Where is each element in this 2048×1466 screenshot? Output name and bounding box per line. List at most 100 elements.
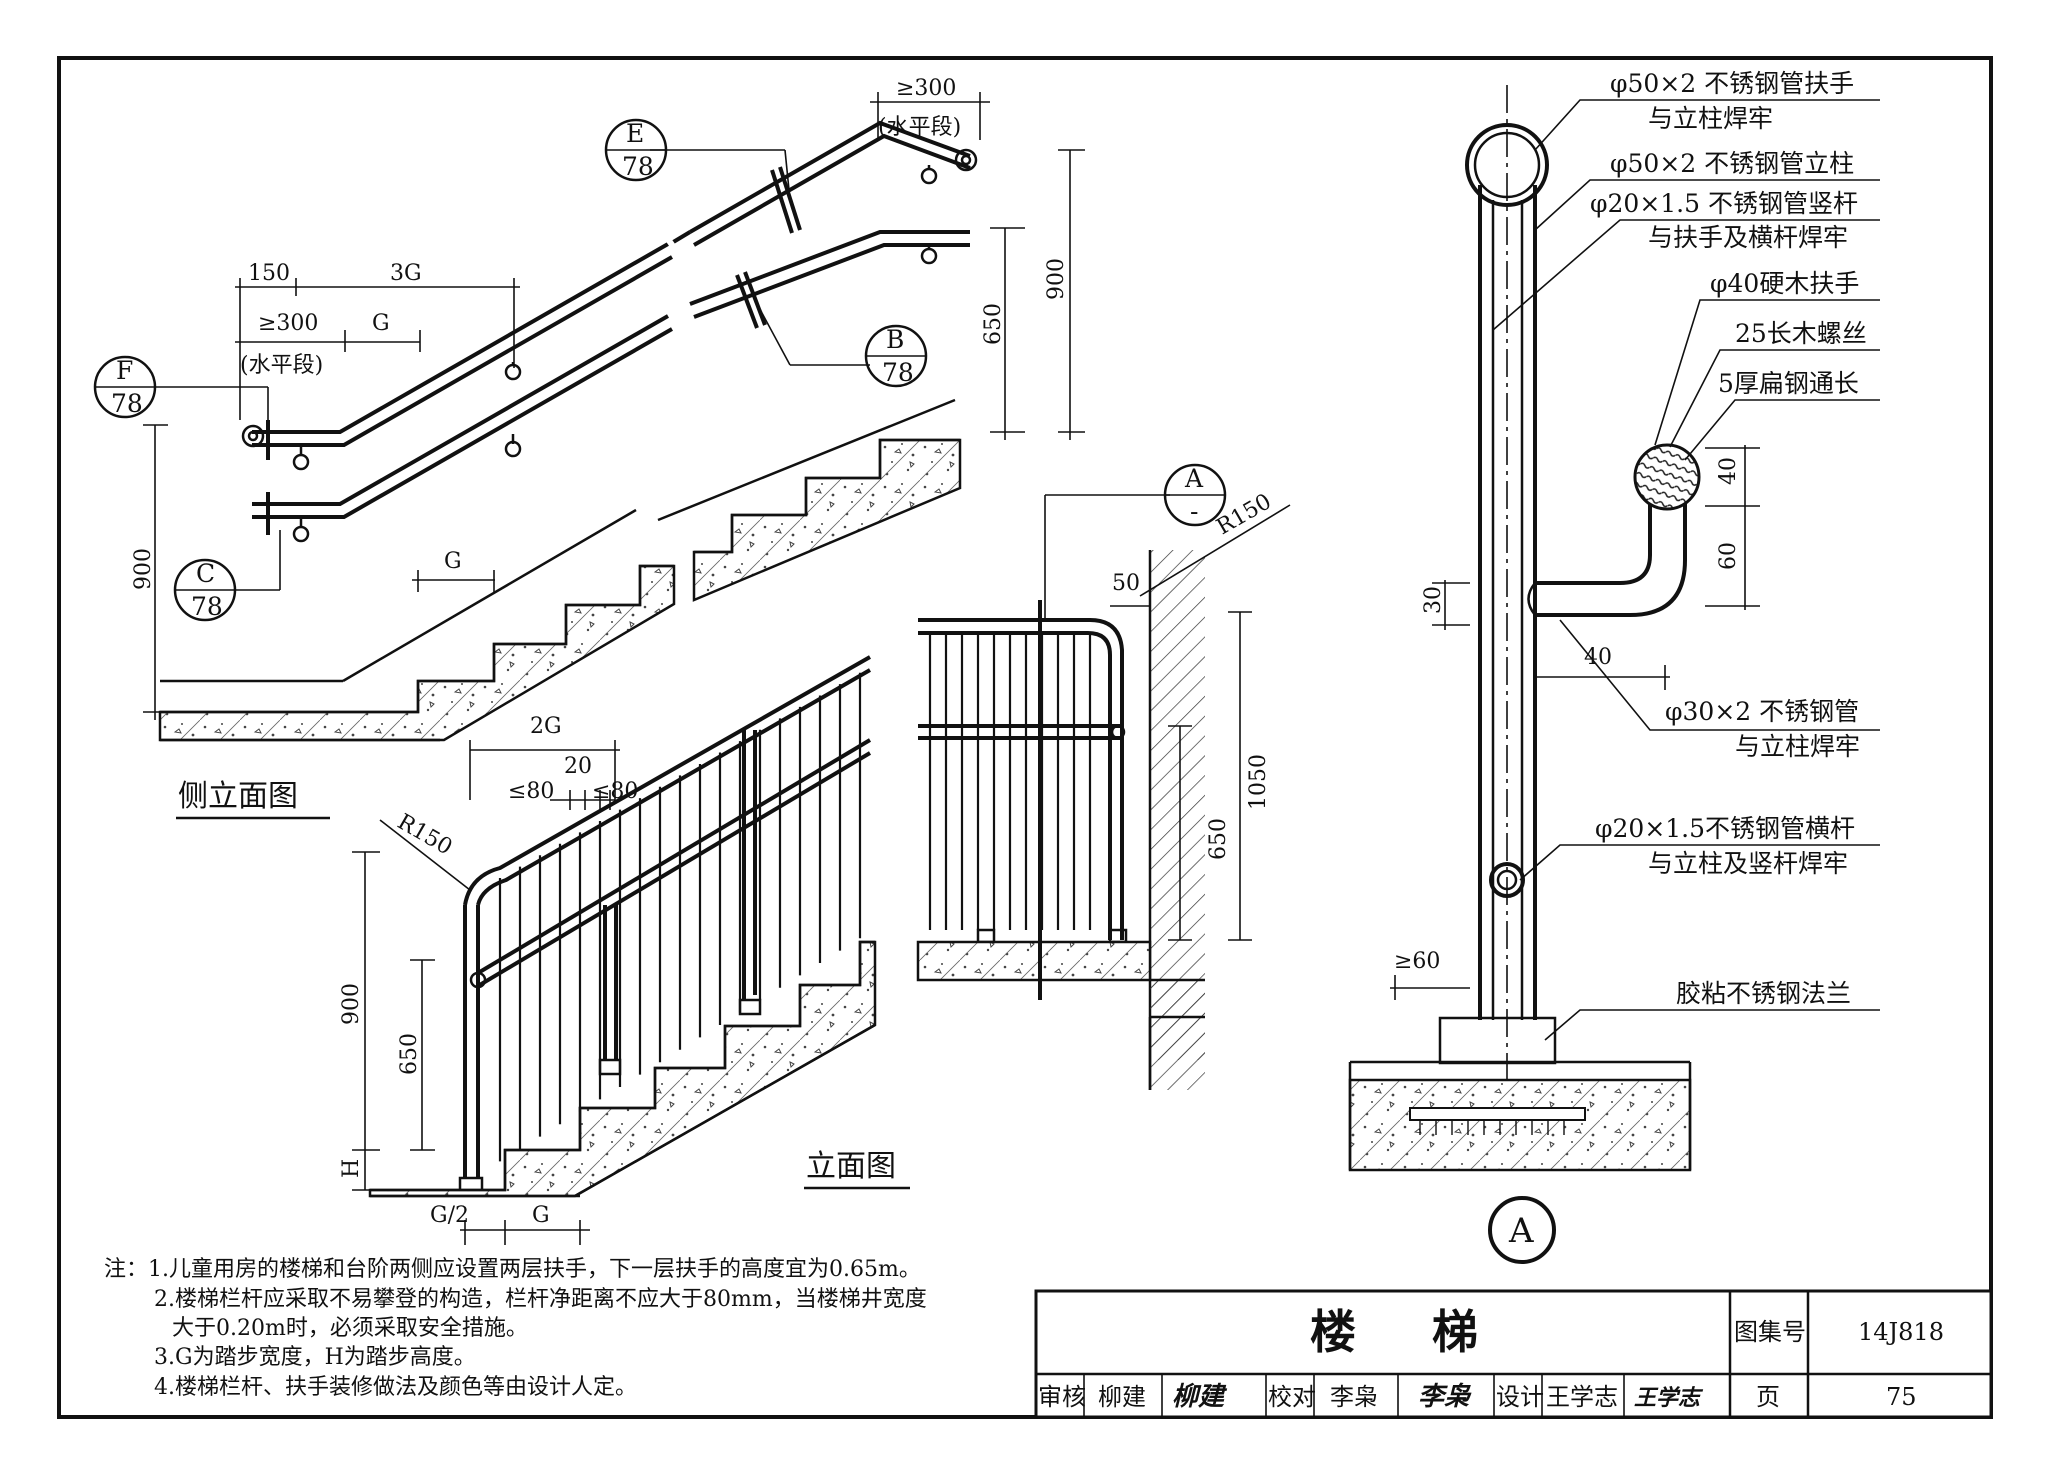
dim-ge300-right: ≥300	[896, 76, 956, 101]
svg-text:φ20×1.5不锈钢管横杆: φ20×1.5不锈钢管横杆	[1595, 814, 1855, 843]
title-block: 楼 梯 图集号 14J818 页 75 审核 柳建 柳建 校对 李枭 李枭 设计…	[1034, 1289, 1993, 1419]
svg-text:4.楼梯栏杆、扶手装修做法及颜色等由设计人定。: 4.楼梯栏杆、扶手装修做法及颜色等由设计人定。	[154, 1375, 637, 1400]
side-elevation-view: 150 3G ≥300 G (水平段) ≥300 (水平段) 650 900 9…	[93, 76, 1085, 820]
upper-handrail	[252, 120, 971, 434]
svg-text:A: A	[1184, 464, 1204, 493]
side-dimension-lines	[143, 92, 1085, 720]
page-label: 页	[1756, 1383, 1780, 1411]
wood-handrail-bracket	[1535, 495, 1652, 585]
atlas-number-label: 图集号	[1734, 1318, 1806, 1346]
sheet-border	[57, 56, 1993, 1419]
svg-text:与立柱及竖杆焊牢: 与立柱及竖杆焊牢	[1648, 849, 1848, 878]
svg-text:与立柱焊牢: 与立柱焊牢	[1735, 732, 1860, 761]
svg-text:大于0.20m时，必须采取安全措施。: 大于0.20m时，必须采取安全措施。	[172, 1316, 528, 1341]
dim-650-landing: 650	[1206, 818, 1231, 860]
detail-A-label: A	[1488, 1196, 1556, 1264]
svg-text:A: A	[1508, 1211, 1534, 1251]
svg-text:5厚扁钢通长: 5厚扁钢通长	[1718, 369, 1859, 398]
svg-text:F: F	[116, 356, 133, 385]
check-name: 李枭	[1330, 1383, 1378, 1411]
atlas-number: 14J818	[1858, 1318, 1944, 1346]
flange-base	[1438, 1016, 1557, 1065]
elevation-title: 立面图	[806, 1149, 896, 1184]
design-name: 王学志	[1546, 1383, 1618, 1411]
dim-50: 50	[1112, 571, 1140, 596]
svg-text:25长木螺丝: 25长木螺丝	[1735, 319, 1867, 348]
callout-E: E 78	[604, 118, 791, 201]
detail-A-notes: φ50×2 不锈钢管扶手 与立柱焊牢 φ50×2 不锈钢管立柱 φ20×1.5 …	[1590, 69, 1867, 1008]
review-signature: 柳建	[1172, 1382, 1228, 1412]
dim-G-top: G	[372, 311, 390, 336]
dim-650-elevation: 650	[397, 1033, 422, 1075]
dim-H: H	[339, 1159, 364, 1178]
svg-text:与扶手及横杆焊牢: 与扶手及横杆焊牢	[1648, 223, 1848, 252]
svg-text:78: 78	[882, 358, 914, 387]
svg-text:注：1.儿童用房的楼梯和台阶两侧应设置两层扶手，下一层扶手的: 注：1.儿童用房的楼梯和台阶两侧应设置两层扶手，下一层扶手的高度宜为0.65m。	[104, 1257, 921, 1282]
dim-G-half: G/2	[430, 1203, 469, 1228]
svg-text:φ40硬木扶手: φ40硬木扶手	[1710, 269, 1859, 298]
drawing-title: 楼 梯	[1310, 1305, 1508, 1359]
dim-40-detail-b: 40	[1584, 645, 1612, 670]
callout-A-landing: A -	[1163, 463, 1227, 527]
wood-handrail-section	[1633, 443, 1701, 511]
svg-text:3.G为踏步宽度，H为踏步高度。: 3.G为踏步宽度，H为踏步高度。	[154, 1345, 476, 1370]
top-handrail-section	[1465, 123, 1549, 207]
check-signature: 李枭	[1418, 1382, 1472, 1412]
detail-leader-lines	[1390, 99, 1880, 1041]
handrail-end-cap	[241, 424, 265, 448]
dim-900-side-left: 900	[131, 548, 156, 590]
svg-text:2.楼梯栏杆应采取不易攀登的构造，栏杆净距离不应大于80mm: 2.楼梯栏杆应采取不易攀登的构造，栏杆净距离不应大于80mm，当楼梯井宽度	[154, 1287, 927, 1312]
dim-le80-b: ≤80	[592, 779, 638, 804]
dim-G-elevation: G	[532, 1203, 550, 1228]
elevation-balusters	[498, 672, 862, 1162]
svg-text:φ30×2 不锈钢管: φ30×2 不锈钢管	[1665, 697, 1859, 726]
dim-40-detail-a: 40	[1716, 457, 1741, 485]
dim-ge60: ≥60	[1394, 949, 1440, 974]
dim-2G: 2G	[530, 714, 562, 739]
dim-20: 20	[564, 754, 592, 779]
dim-1050: 1050	[1246, 754, 1271, 810]
dim-900-side-right: 900	[1044, 258, 1069, 300]
detail-A-section: 30 40 60 40 ≥60 φ50×2 不锈钢管扶手 与立柱焊牢 φ50×2…	[1348, 69, 1880, 1264]
dim-le80-a: ≤80	[508, 779, 554, 804]
general-notes: 注：1.儿童用房的楼梯和台阶两侧应设置两层扶手，下一层扶手的高度宜为0.65m。…	[104, 1257, 927, 1400]
svg-text:φ50×2 不锈钢管立柱: φ50×2 不锈钢管立柱	[1610, 149, 1854, 178]
dim-ge300-left: ≥300	[258, 311, 318, 336]
dim-G-steps: G	[444, 549, 462, 574]
svg-text:φ20×1.5 不锈钢管竖杆: φ20×1.5 不锈钢管竖杆	[1590, 189, 1858, 218]
dim-R150-elevation: R150	[393, 810, 456, 861]
dim-30-detail: 30	[1421, 586, 1446, 614]
design-label: 设计	[1496, 1383, 1544, 1411]
check-label: 校对	[1268, 1383, 1316, 1411]
lower-handrail	[252, 230, 970, 506]
svg-text:φ50×2 不锈钢管扶手: φ50×2 不锈钢管扶手	[1610, 69, 1854, 98]
dim-3G: 3G	[390, 261, 422, 286]
svg-text:78: 78	[622, 152, 654, 181]
side-stair-upper-flight	[692, 438, 962, 602]
design-signature: 王学志	[1634, 1385, 1704, 1411]
svg-text:E: E	[626, 119, 644, 148]
dim-60-detail: 60	[1716, 542, 1741, 570]
label-horizontal-segment-left: (水平段)	[240, 353, 323, 378]
dim-650-side: 650	[981, 303, 1006, 345]
callout-F: F 78	[93, 355, 269, 420]
review-name: 柳建	[1098, 1383, 1146, 1411]
landing-section-view: R150 50 1050 650 A -	[916, 463, 1291, 1090]
callout-C: C 78	[173, 530, 281, 622]
svg-text:C: C	[196, 559, 215, 588]
svg-text:78: 78	[111, 389, 143, 418]
side-stair-lower-flight	[158, 564, 676, 742]
svg-text:78: 78	[191, 592, 223, 621]
svg-text:B: B	[886, 325, 904, 354]
label-horizontal-segment-right: (水平段)	[878, 115, 961, 140]
side-view-title: 侧立面图	[178, 779, 298, 814]
elevation-top-rail	[463, 655, 871, 906]
page-number: 75	[1886, 1383, 1917, 1411]
review-label: 审核	[1038, 1383, 1086, 1411]
svg-text:胶粘不锈钢法兰: 胶粘不锈钢法兰	[1676, 979, 1851, 1008]
callout-B: B 78	[754, 299, 928, 388]
elevation-dimension-lines	[352, 740, 620, 1245]
front-elevation-view: 2G 20 ≤80 ≤80 R150 900 650 H G/2 G 立面图	[339, 655, 910, 1245]
dim-150: 150	[248, 261, 290, 286]
